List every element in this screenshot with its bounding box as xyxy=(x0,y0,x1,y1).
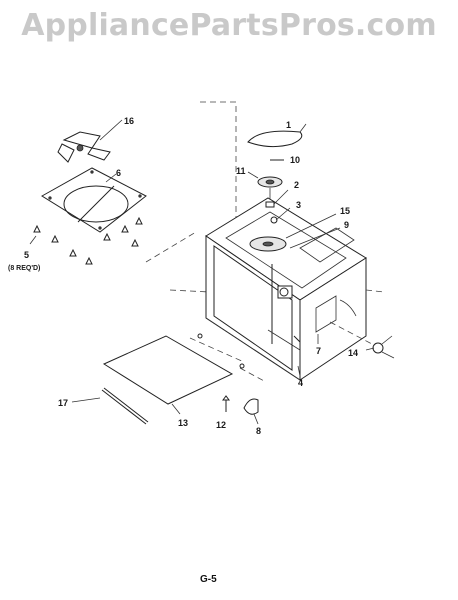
part-6-mounting-plate[interactable] xyxy=(41,167,147,233)
callout-17: 17 xyxy=(58,398,68,408)
callout-1: 1 xyxy=(286,120,291,130)
callout-9: 9 xyxy=(344,220,349,230)
callout-16: 16 xyxy=(124,116,134,126)
part-11-stirrer-disc[interactable] xyxy=(257,176,283,188)
callout-10: 10 xyxy=(290,155,300,165)
part-14-connector[interactable] xyxy=(372,335,395,359)
part-16-fan-blade[interactable] xyxy=(57,131,111,163)
callout-14: 14 xyxy=(348,348,358,358)
callout-4: 4 xyxy=(298,378,303,388)
part-13-panel[interactable] xyxy=(102,335,234,405)
callout-12: 12 xyxy=(216,420,226,430)
part-1-dome[interactable] xyxy=(247,130,303,148)
callout-2: 2 xyxy=(294,180,299,190)
callout-5-note: (8 REQ'D) xyxy=(8,265,40,272)
callout-6: 6 xyxy=(116,168,121,178)
callout-15: 15 xyxy=(340,206,350,216)
part-12-screw[interactable] xyxy=(222,395,230,412)
part-3-screw[interactable] xyxy=(270,216,278,224)
watermark-logo: AppliancePartsPros.com xyxy=(21,8,437,43)
part-5-screws[interactable] xyxy=(33,216,143,265)
part-17-rod[interactable] xyxy=(101,387,149,425)
part-4-bracket[interactable] xyxy=(197,333,301,372)
callout-3: 3 xyxy=(296,200,301,210)
callout-11: 11 xyxy=(236,166,246,176)
callout-13: 13 xyxy=(178,418,188,428)
part-8-cover[interactable] xyxy=(243,398,259,415)
callout-5: 5 xyxy=(24,250,29,260)
callout-8: 8 xyxy=(256,426,261,436)
part-2-clip[interactable] xyxy=(265,201,275,208)
callout-7: 7 xyxy=(316,346,321,356)
page-label: G-5 xyxy=(200,574,217,585)
cabinet-assembly[interactable] xyxy=(205,197,367,381)
